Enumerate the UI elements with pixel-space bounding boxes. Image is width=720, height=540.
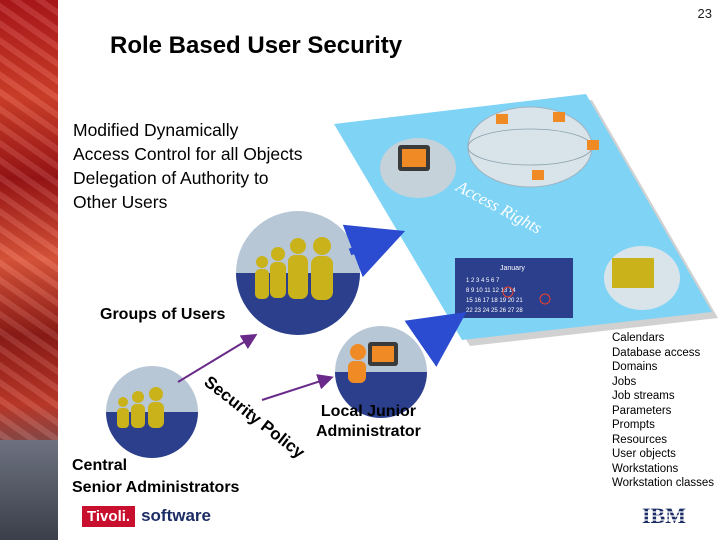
local-label-line: Administrator — [316, 423, 421, 440]
calendar-month: January — [500, 265, 525, 272]
access-rights-panel — [334, 94, 712, 340]
ibm-logo-stripes — [640, 507, 702, 521]
resource-item: Workstation classes — [612, 477, 715, 489]
computer-bubble — [380, 138, 456, 198]
local-admin-label: Local Junior Administrator — [316, 402, 421, 442]
calendar-marker — [502, 286, 514, 298]
admin-monitor-screen — [372, 346, 394, 362]
bullet-list: Modified Dynamically Access Control for … — [73, 118, 303, 214]
network-node-icon — [532, 170, 544, 180]
central-label-line: Senior Administrators — [72, 479, 240, 496]
central-circle-base — [106, 412, 198, 458]
resource-item: Calendars — [612, 332, 665, 344]
groups-circle-base — [236, 273, 360, 335]
monitor-icon — [398, 145, 430, 171]
resource-item: Prompts — [612, 419, 655, 431]
policy-arrow-right — [261, 374, 334, 401]
calendar-icon — [455, 258, 573, 318]
ibm-logo: IBM — [640, 503, 702, 527]
svg-text:15 16 17 18 19 20 21: 15 16 17 18 19 20 21 — [466, 298, 523, 304]
page-number: 23 — [697, 6, 712, 21]
bullet-line: Delegation of Authority to — [73, 168, 269, 188]
central-admins-icon — [117, 387, 164, 428]
bullet-line: Modified Dynamically — [73, 120, 239, 140]
central-admins-circle — [106, 366, 198, 458]
tivoli-logo-text: Tivoli. — [82, 505, 136, 527]
network-globe — [467, 106, 593, 188]
resource-item: Domains — [612, 361, 658, 373]
groups-of-users-circle — [236, 211, 360, 335]
network-node-icon — [587, 140, 599, 150]
security-policy-label: Security Policy — [201, 372, 309, 462]
decorative-left-strip — [0, 0, 58, 540]
resource-item: Resources — [612, 433, 667, 446]
resource-item: User objects — [612, 448, 676, 460]
users-group-icon — [255, 237, 333, 300]
tivoli-software-logo: Tivoli. software — [82, 504, 211, 528]
admin-monitor-icon — [368, 342, 398, 366]
central-admins-label: Central Senior Administrators — [72, 455, 239, 499]
resource-item: Jobs — [612, 375, 637, 388]
ibm-logo-text: IBM — [642, 503, 686, 527]
panel-shadow — [340, 100, 718, 346]
groups-of-users-label: Groups of Users — [100, 306, 226, 323]
page-title: Role Based User Security — [110, 32, 403, 59]
globe-orbit — [467, 128, 593, 166]
access-rights-label: Access Rights — [452, 176, 545, 238]
network-node-icon — [553, 112, 565, 122]
resource-item: Parameters — [612, 404, 672, 417]
resource-list: Calendars Database access Domains Jobs J… — [612, 331, 714, 491]
svg-text:8 9 10 11 12 13 14: 8 9 10 11 12 13 14 — [466, 288, 516, 294]
folder-icon — [612, 258, 654, 288]
svg-text:1 2 3 4 5 6 7: 1 2 3 4 5 6 7 — [466, 278, 500, 284]
groups-to-rights-arrow — [342, 224, 406, 278]
local-label-line: Local Junior — [320, 403, 417, 420]
admin-to-rights-arrow — [404, 312, 467, 367]
satellite-dish-image — [0, 440, 58, 540]
admin-person-body — [348, 361, 366, 383]
central-label-line: Central — [72, 457, 128, 474]
resource-item: Database access — [612, 346, 701, 359]
policy-arrow-up — [177, 333, 258, 383]
resource-item: Workstations — [612, 462, 679, 475]
monitor-screen — [402, 149, 426, 167]
calendar-grid: 1 2 3 4 5 6 7 8 9 10 11 12 13 14 15 16 1… — [466, 278, 523, 314]
calendar-marker — [539, 293, 551, 305]
network-node-icon — [496, 114, 508, 124]
database-bubble — [604, 246, 680, 310]
bullet-line: Access Control for all Objects — [73, 144, 303, 164]
software-logo-text: software — [141, 506, 211, 525]
svg-text:22 23 24 25 26 27 28: 22 23 24 25 26 27 28 — [466, 308, 523, 314]
resource-item: Job streams — [612, 390, 675, 402]
admin-person-icon — [350, 344, 366, 360]
bullet-line: Other Users — [73, 192, 168, 212]
